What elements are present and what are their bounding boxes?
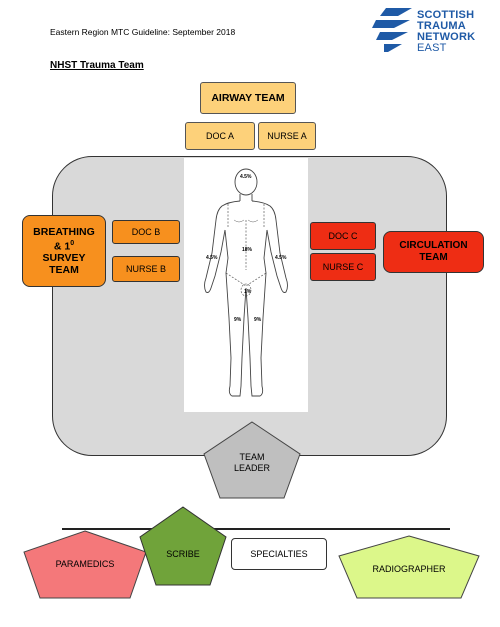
paramedics-label: PARAMEDICS: [55, 559, 115, 569]
right-leg-percent: 9%: [254, 317, 262, 323]
radiographer-label: RADIOGRAPHER: [372, 564, 446, 574]
logo-line-1: SCOTTISH: [417, 9, 475, 21]
logo-line-2: TRAUMA: [417, 20, 466, 32]
breathing-team-line-1: BREATHING: [33, 225, 95, 238]
specialties-box: SPECIALTIES: [231, 538, 327, 570]
right-arm-percent: 4.5%: [275, 255, 287, 261]
logo-wordmark: SCOTTISH TRAUMA NETWORK EAST: [417, 10, 475, 54]
doc-c-box: DOC C: [310, 222, 376, 250]
torso-percent: 18%: [242, 247, 253, 253]
left-leg-percent: 9%: [234, 317, 242, 323]
breathing-team-line-3: SURVEY: [42, 252, 86, 265]
page-title: NHST Trauma Team: [50, 60, 144, 71]
breathing-team-line-4: TEAM: [49, 264, 79, 277]
network-emblem-icon: [372, 8, 412, 52]
body-outline-diagram: 4.5% 18% 4.5% 4.5% 1% 9% 9%: [204, 168, 288, 397]
circulation-team-box: CIRCULATION TEAM: [383, 231, 484, 273]
team-leader-line-1: TEAM: [239, 452, 265, 462]
groin-percent: 1%: [244, 289, 252, 295]
team-leader-shape: [203, 421, 301, 499]
body-diagram-panel: 4.5% 18% 4.5% 4.5% 1% 9% 9%: [184, 158, 308, 412]
paramedics-shape: [23, 530, 147, 599]
breathing-team-line-2-text: & 1: [53, 240, 71, 253]
breathing-team-line-2: & 10: [33, 238, 95, 253]
radiographer-shape: [338, 535, 480, 599]
circulation-team-line-2: TEAM: [419, 252, 448, 263]
team-leader-label: TEAM LEADER: [210, 452, 294, 474]
head-percent: 4.5%: [240, 174, 252, 180]
breathing-team-superscript: 0: [70, 239, 75, 247]
section-divider: [62, 528, 450, 530]
team-leader-line-2: LEADER: [233, 463, 270, 473]
nurse-a-box: NURSE A: [258, 122, 316, 150]
logo-line-3: NETWORK: [417, 31, 476, 43]
circulation-team-line-1: CIRCULATION: [399, 240, 468, 251]
logo-line-4: EAST: [417, 42, 447, 54]
scribe-shape: [139, 506, 227, 586]
left-arm-percent: 4.5%: [206, 255, 218, 261]
scribe-label: SCRIBE: [166, 549, 200, 559]
guideline-header: Eastern Region MTC Guideline: September …: [50, 27, 236, 37]
doc-b-box: DOC B: [112, 220, 180, 244]
airway-team-box: AIRWAY TEAM: [200, 82, 296, 114]
nurse-c-box: NURSE C: [310, 253, 376, 281]
nurse-b-box: NURSE B: [112, 256, 180, 282]
breathing-survey-team-box: BREATHING & 10 SURVEY TEAM: [22, 215, 106, 287]
scottish-trauma-network-logo: SCOTTISH TRAUMA NETWORK EAST: [372, 6, 494, 58]
doc-a-box: DOC A: [185, 122, 255, 150]
